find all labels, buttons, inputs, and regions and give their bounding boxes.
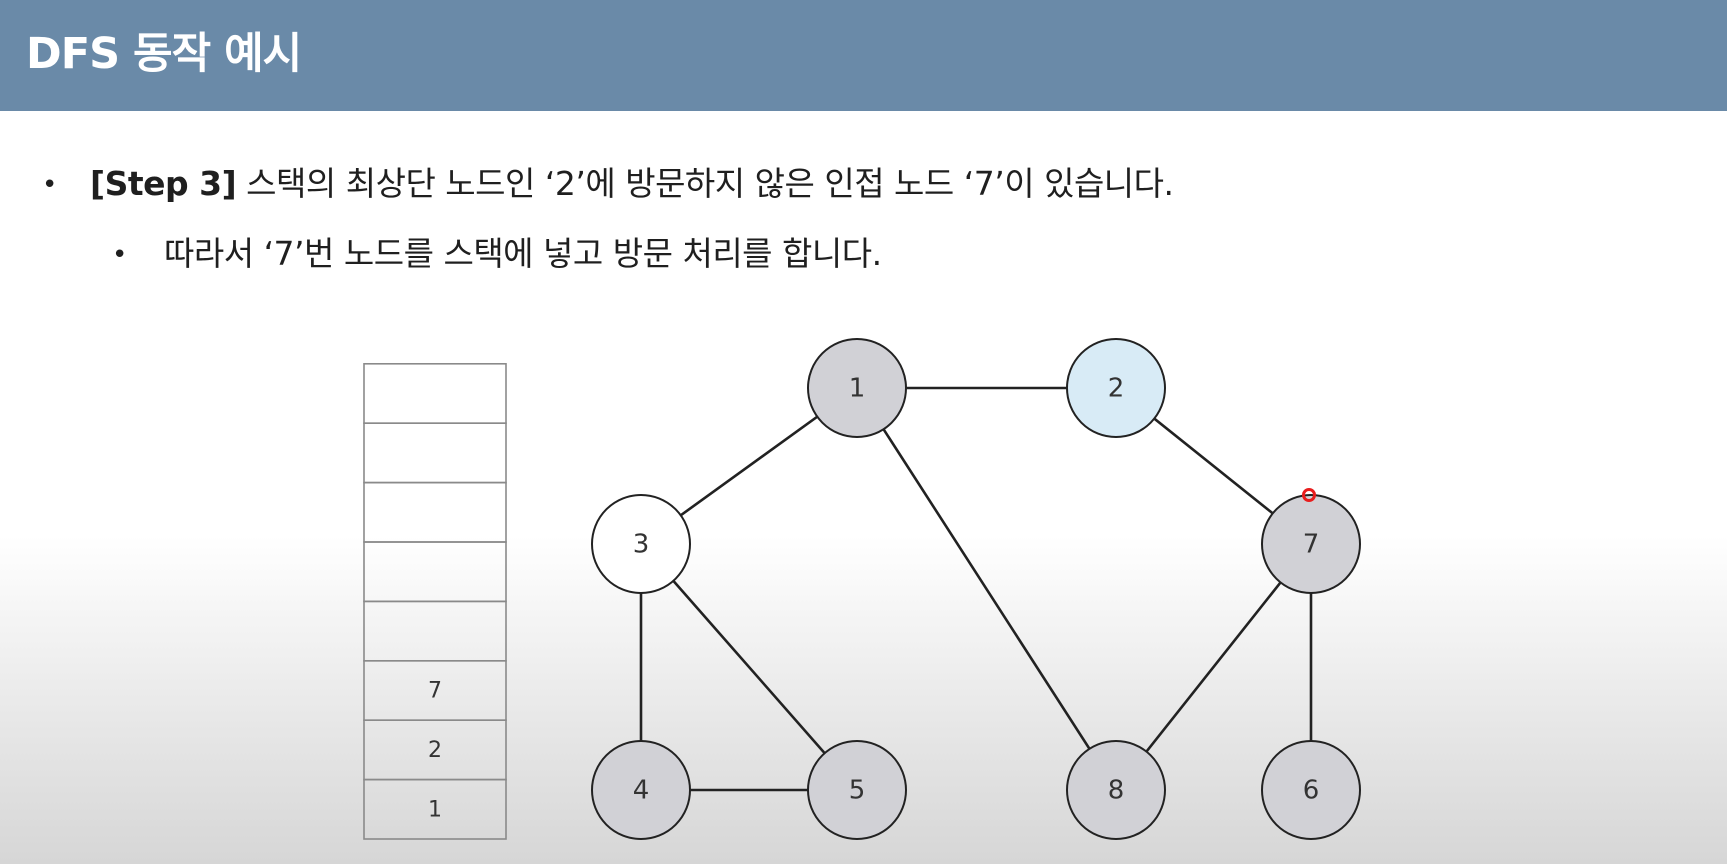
step-label: [Step 3] [90, 164, 237, 203]
bullet-sub: • 따라서 ‘7’번 노드를 스택에 넣고 방문 처리를 합니다. [112, 232, 882, 277]
stack-cell [363, 600, 507, 662]
stack-cell [363, 422, 507, 484]
graph-edges [639, 386, 1313, 792]
node-circle-2 [1066, 338, 1166, 438]
node-circle-3 [591, 494, 691, 594]
node-circle-7 [1261, 494, 1361, 594]
node-circle-5 [807, 740, 907, 840]
node-6: 6 [1261, 740, 1361, 840]
node-label-8: 8 [1108, 776, 1125, 806]
edge-1-8 [855, 386, 1118, 792]
bullet-dot-icon: • [112, 240, 127, 270]
node-label-3: 3 [633, 530, 650, 560]
node-8: 8 [1066, 740, 1166, 840]
slide-header: DFS 동작 예시 [0, 0, 1727, 111]
node-label-2: 2 [1108, 374, 1125, 404]
bullet-sub-text: 따라서 ‘7’번 노드를 스택에 넣고 방문 처리를 합니다. [164, 234, 882, 273]
node-label-4: 4 [633, 776, 650, 806]
node-1: 1 [807, 338, 907, 438]
node-label-5: 5 [849, 776, 866, 806]
bullet-dot-icon: • [42, 170, 57, 200]
stack-cell [363, 362, 507, 424]
node-3: 3 [591, 494, 691, 594]
node-7: 7 [1261, 494, 1361, 594]
node-circle-1 [807, 338, 907, 438]
stack-item-label: 1 [428, 797, 442, 822]
edge-7-8 [1114, 542, 1313, 792]
stack-cell [363, 481, 507, 543]
node-label-6: 6 [1303, 776, 1320, 806]
node-circle-4 [591, 740, 691, 840]
slide-title: DFS 동작 예시 [26, 29, 302, 79]
bullet-main-text: 스택의 최상단 노드인 ‘2’에 방문하지 않은 인접 노드 ‘7’이 있습니다… [246, 164, 1174, 203]
stack-item-label: 2 [428, 738, 442, 763]
stack-item-label: 7 [428, 679, 442, 704]
node-circle-8 [1066, 740, 1166, 840]
node-label-7: 7 [1303, 530, 1320, 560]
stack-cell [363, 541, 507, 603]
graph-nodes: 1 2 3 4 5 6 7 8 [591, 338, 1361, 840]
edge-3-5 [639, 542, 859, 792]
node-5: 5 [807, 740, 907, 840]
bullet-main: • [Step 3]스택의 최상단 노드인 ‘2’에 방문하지 않은 인접 노드 … [42, 162, 1174, 207]
stack: 1 2 7 [363, 362, 507, 840]
pointer-cursor-icon [1302, 488, 1316, 502]
node-circle-6 [1261, 740, 1361, 840]
node-2: 2 [1066, 338, 1166, 438]
node-label-1: 1 [849, 374, 866, 404]
node-4: 4 [591, 740, 691, 840]
